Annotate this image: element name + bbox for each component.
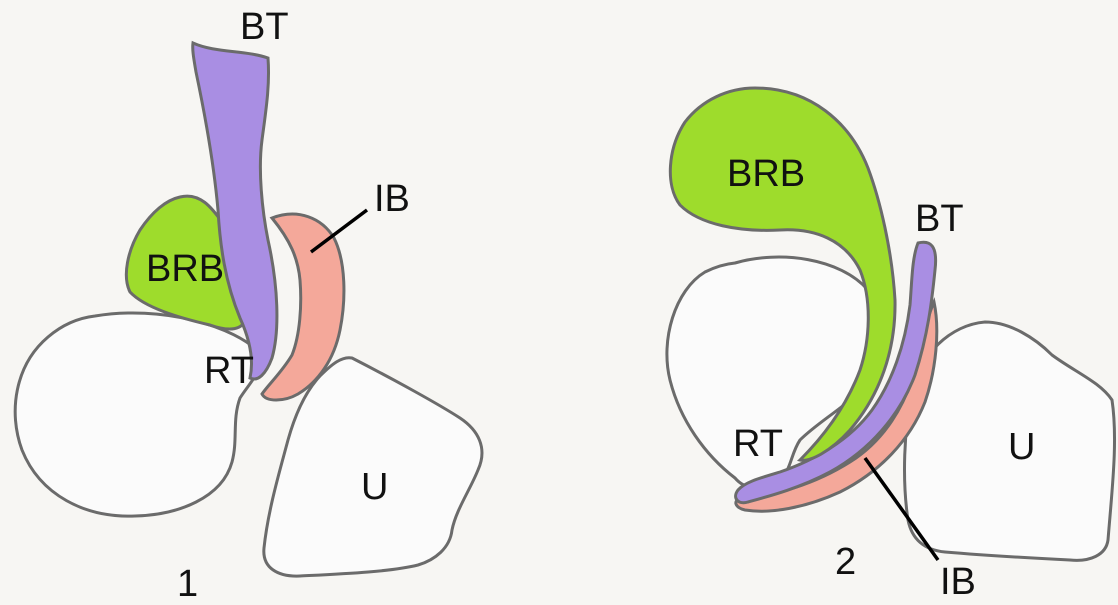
panel-1-label-u: U xyxy=(361,468,388,506)
panel-2-label-brb: BRB xyxy=(727,155,805,193)
panel-2-number: 2 xyxy=(835,543,856,581)
panel-1-label-ib: IB xyxy=(374,180,410,218)
panel-1-label-rt: RT xyxy=(204,352,254,390)
panel-2-label-rt: RT xyxy=(733,425,783,463)
panel-1-radius-head xyxy=(15,313,262,516)
panel-2-label-u: U xyxy=(1008,428,1035,466)
panel-2-label-ib: IB xyxy=(940,563,976,601)
panel-1-label-bt: BT xyxy=(240,8,289,46)
panel-2-label-bt: BT xyxy=(915,200,964,238)
panel-1-number: 1 xyxy=(177,565,198,603)
panel-1-label-brb: BRB xyxy=(146,250,224,288)
panel-1-drawing xyxy=(15,43,482,576)
